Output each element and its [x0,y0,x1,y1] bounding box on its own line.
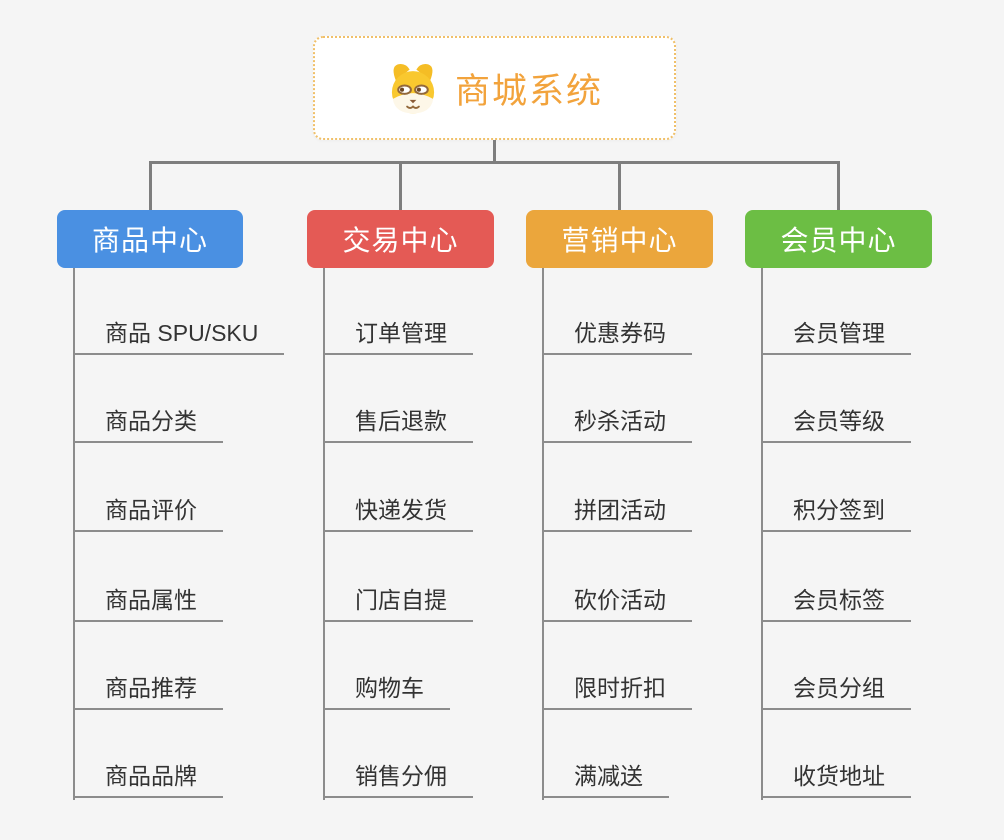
root-node[interactable]: 商城系统 [313,36,676,140]
branch-product-center: 商品中心 商品 SPU/SKU 商品分类 商品评价 商品属性 商品推荐 商品品牌 [57,210,285,800]
leaf-node[interactable]: 商品 SPU/SKU [73,318,285,355]
dog-face-icon [386,61,440,115]
leaf-node[interactable]: 拼团活动 [542,495,692,532]
branch-member-center: 会员中心 会员管理 会员等级 积分签到 会员标签 会员分组 收货地址 [745,210,932,800]
leaf-node[interactable]: 快递发货 [323,495,473,532]
leaf-node[interactable]: 商品评价 [73,495,223,532]
leaf-node[interactable]: 商品分类 [73,406,223,443]
branch-marketing-center: 营销中心 优惠券码 秒杀活动 拼团活动 砍价活动 限时折扣 满减送 [526,210,713,800]
branch-node-member[interactable]: 会员中心 [745,210,932,268]
leaf-node[interactable]: 商品属性 [73,585,223,622]
leaf-node[interactable]: 限时折扣 [542,673,692,710]
leaf-node[interactable]: 售后退款 [323,406,473,443]
connector-branch-line [323,268,325,800]
connector-branch-line [73,268,75,800]
leaf-node[interactable]: 商品品牌 [73,761,223,798]
connector-branch-line [761,268,763,800]
leaf-node[interactable]: 会员分组 [761,673,911,710]
connector-root-stem [493,140,496,164]
branch-node-product[interactable]: 商品中心 [57,210,243,268]
branch-node-marketing[interactable]: 营销中心 [526,210,713,268]
leaf-node[interactable]: 会员管理 [761,318,911,355]
root-title: 商城系统 [454,71,603,111]
leaf-node[interactable]: 订单管理 [323,318,473,355]
connector-drop-product [149,161,152,210]
leaf-node[interactable]: 门店自提 [323,585,473,622]
leaf-node[interactable]: 购物车 [323,673,450,710]
connector-drop-member [837,161,840,210]
leaf-node[interactable]: 满减送 [542,761,669,798]
leaf-node[interactable]: 商品推荐 [73,673,223,710]
leaf-node[interactable]: 积分签到 [761,495,911,532]
leaf-node[interactable]: 会员等级 [761,406,911,443]
branch-node-trade[interactable]: 交易中心 [307,210,494,268]
leaf-node[interactable]: 砍价活动 [542,585,692,622]
leaf-node[interactable]: 销售分佣 [323,761,473,798]
connector-branch-line [542,268,544,800]
branch-trade-center: 交易中心 订单管理 售后退款 快递发货 门店自提 购物车 销售分佣 [307,210,494,800]
leaf-node[interactable]: 优惠券码 [542,318,692,355]
connector-drop-marketing [618,161,621,210]
leaf-node[interactable]: 会员标签 [761,585,911,622]
leaf-node[interactable]: 秒杀活动 [542,406,692,443]
leaf-node[interactable]: 收货地址 [761,761,911,798]
connector-drop-trade [399,161,402,210]
connector-bus [149,161,840,164]
